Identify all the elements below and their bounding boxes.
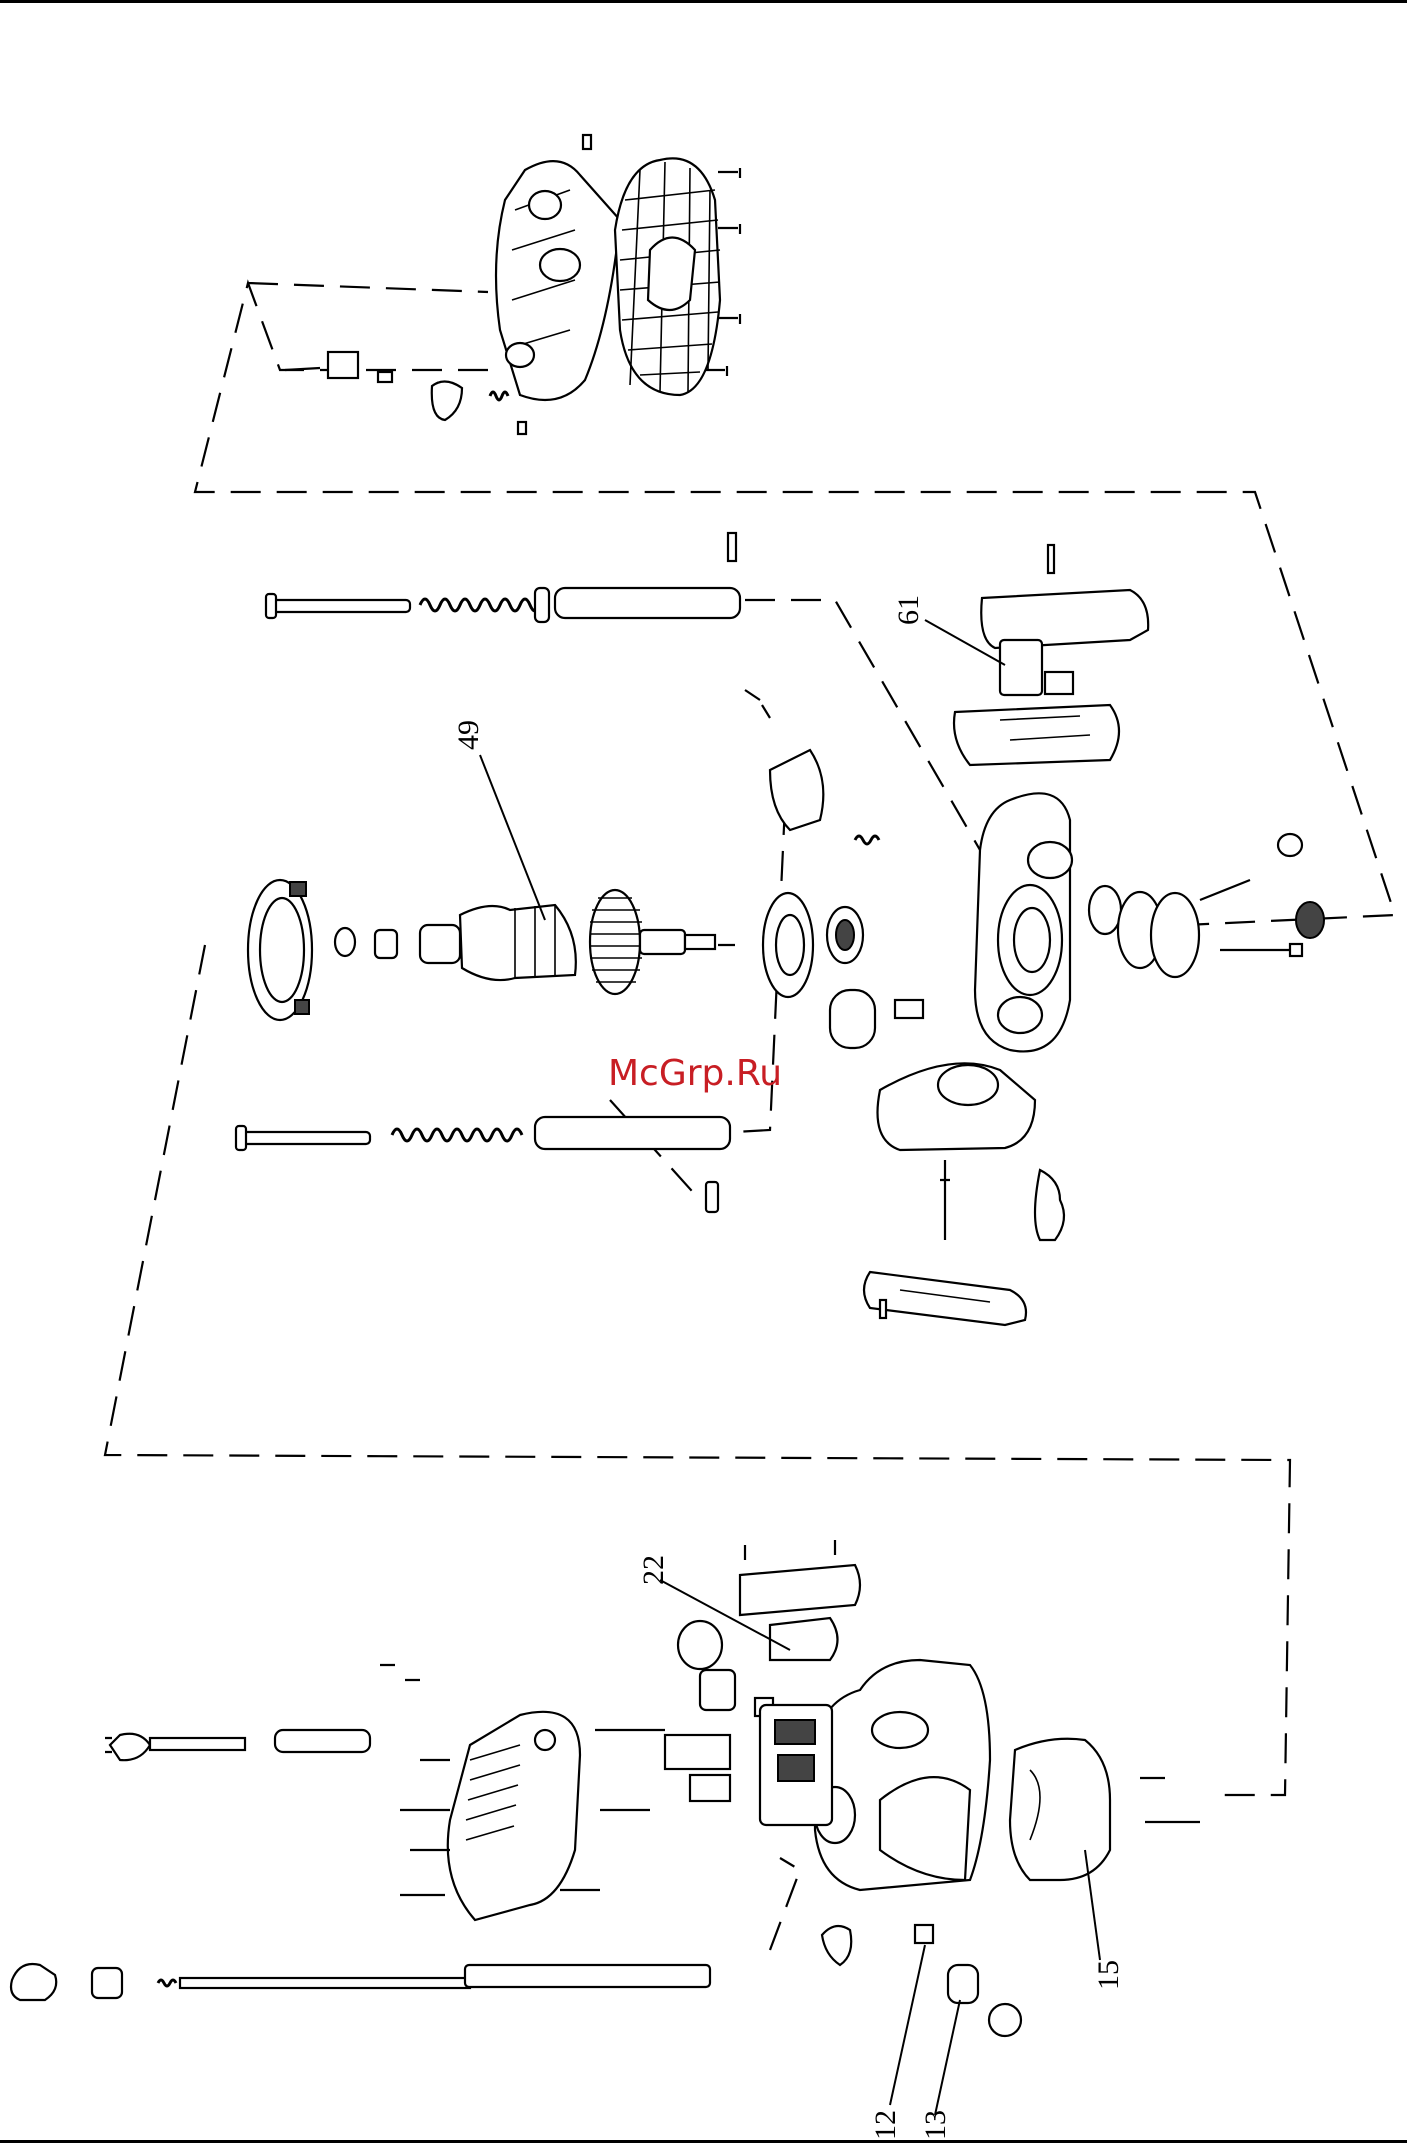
watermark-text: McGrp.Ru <box>608 1053 782 1094</box>
base-handle-lower <box>878 1063 1065 1240</box>
guide-rod-lower <box>236 1117 730 1212</box>
callout-12: 12 <box>869 2110 902 2140</box>
guide-rod-upper <box>266 533 740 622</box>
bottom-handle-bar <box>864 1272 1026 1325</box>
depth-stop-lever <box>745 690 879 844</box>
switch-assembly <box>665 1705 832 1825</box>
callout-49: 49 <box>452 720 485 750</box>
callout-13: 13 <box>919 2110 952 2140</box>
motor-stator <box>1010 1739 1200 1880</box>
right-side-bearing-cap <box>1089 834 1324 977</box>
leader-49 <box>480 755 545 920</box>
base-plate <box>496 161 620 400</box>
callout-22: 22 <box>637 1555 670 1585</box>
depth-rod-assembly <box>11 1964 710 2000</box>
collet-nut-ring <box>248 880 312 1020</box>
gear-housing <box>975 793 1072 1051</box>
leader-12 <box>890 1945 925 2105</box>
dashed-leader-3 <box>770 1858 800 1950</box>
brush-holder-plate <box>678 1540 860 1716</box>
top-handle-cover <box>954 545 1148 765</box>
leader-13 <box>935 2000 960 2115</box>
grid-sanding-pad <box>615 158 720 395</box>
bearing-and-washer <box>718 893 863 997</box>
callout-15: 15 <box>1092 1960 1125 1990</box>
bushing <box>830 990 923 1048</box>
motor-housing <box>815 1660 990 1890</box>
callout-61: 61 <box>892 595 925 625</box>
left-handle-half <box>400 1712 665 1920</box>
power-cord <box>105 1730 370 1760</box>
armature <box>335 890 715 994</box>
